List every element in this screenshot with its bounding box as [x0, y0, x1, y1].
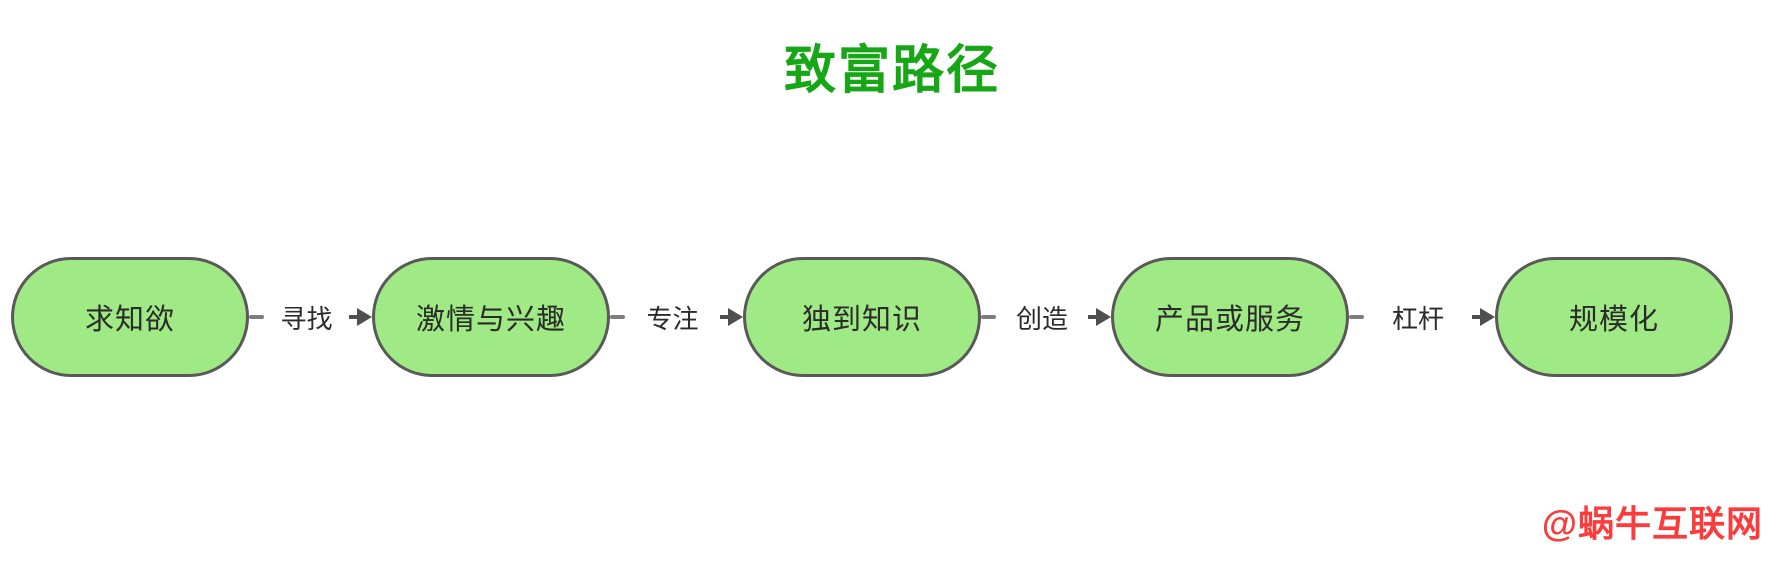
flow-node-unique-knowledge: 独到知识	[743, 257, 981, 377]
arrow-tail	[348, 315, 357, 319]
flow-edge-leverage: 杠杆	[1349, 257, 1495, 377]
edge-label: 寻找	[280, 303, 333, 334]
flow-node-scale: 规模化	[1495, 257, 1733, 377]
connector-line	[981, 315, 996, 319]
arrow-tail	[1471, 315, 1480, 319]
arrow-right-icon	[1087, 308, 1111, 326]
edge-label: 创造	[1015, 303, 1068, 334]
arrow-right-icon	[348, 308, 372, 326]
connector-line	[1349, 315, 1364, 319]
watermark-credit: @蜗牛互联网	[1541, 503, 1763, 544]
flow-edge-seek: 寻找	[249, 257, 372, 377]
arrow-head	[356, 308, 372, 326]
connector-line	[610, 315, 625, 319]
edge-label: 专注	[646, 303, 699, 334]
arrow-tail	[1087, 315, 1096, 319]
diagram-title: 致富路径	[783, 42, 1000, 100]
edge-label: 杠杆	[1391, 303, 1444, 334]
node-label: 激情与兴趣	[415, 304, 566, 336]
arrow-right-icon	[1471, 308, 1495, 326]
flow-node-passion-interest: 激情与兴趣	[372, 257, 610, 377]
arrow-head	[1095, 308, 1111, 326]
flow-edge-create: 创造	[981, 257, 1111, 377]
arrow-right-icon	[719, 308, 743, 326]
node-label: 独到知识	[801, 304, 922, 336]
arrow-head	[727, 308, 743, 326]
node-label: 产品或服务	[1154, 304, 1305, 336]
flow-node-curiosity: 求知欲	[11, 257, 249, 377]
node-label: 规模化	[1568, 304, 1659, 336]
arrow-head	[1479, 308, 1495, 326]
flow-node-product-or-service: 产品或服务	[1111, 257, 1349, 377]
flow-edge-focus: 专注	[610, 257, 743, 377]
connector-line	[249, 315, 264, 319]
node-label: 求知欲	[84, 304, 175, 336]
arrow-tail	[719, 315, 728, 319]
